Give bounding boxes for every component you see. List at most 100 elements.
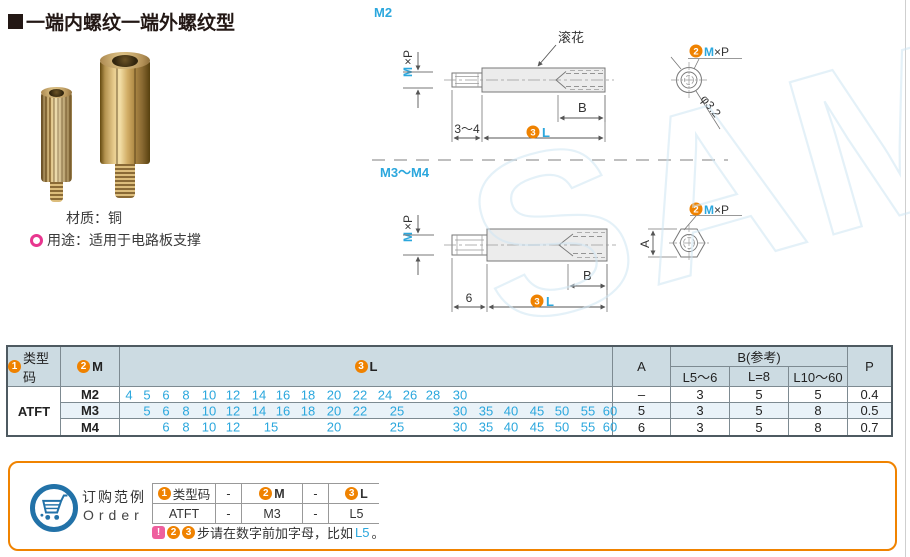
- b-cell: 3: [671, 419, 729, 435]
- usage-bullet-icon: [30, 233, 43, 247]
- large-standoff-hex-body: [100, 60, 150, 164]
- l-value: 22: [352, 403, 368, 418]
- a-cell: 5: [613, 403, 670, 418]
- order-v-m: M3: [242, 504, 302, 523]
- large-standoff-thread-hole: [112, 55, 138, 67]
- l-value: 16: [275, 387, 291, 402]
- circled-2-b: 2: [693, 205, 698, 216]
- b-cell: 5: [730, 403, 788, 418]
- note-end: 。: [371, 526, 385, 541]
- a-dim-label: A: [638, 240, 652, 248]
- circled-1-icon: 1: [8, 360, 21, 373]
- p-cell: 0.7: [848, 419, 891, 435]
- order-h-dash: -: [303, 484, 328, 503]
- hex-view-m: M: [704, 203, 714, 217]
- l-value: 8: [182, 403, 190, 418]
- small-standoff-stud: [50, 182, 63, 202]
- m3-m4-drawing-label: M3～M4: [380, 165, 430, 180]
- l-value: 35: [478, 403, 494, 418]
- l-value: 30: [452, 387, 468, 402]
- phi-3-2-label: φ3.2: [698, 92, 724, 120]
- page-title-text: 一端内螺纹一端外螺纹型: [26, 13, 236, 34]
- mxp-label-m2: M: [401, 232, 415, 242]
- mxp-label-xp2: ×P: [401, 215, 415, 230]
- b-dim-label: B: [578, 100, 587, 115]
- page-title: 一端内螺纹一端外螺纹型: [8, 8, 235, 35]
- m-cell: M2: [61, 387, 119, 402]
- order-h-dash: -: [216, 484, 241, 503]
- material-label: 材质：铜: [66, 210, 122, 226]
- l-value: 30: [452, 403, 468, 418]
- b-dim-label-2: B: [583, 268, 592, 283]
- l-value: 12: [225, 403, 241, 418]
- order-v-l: L5: [329, 504, 384, 523]
- header-p: P: [848, 347, 891, 386]
- header-b-group: B(参考): [671, 347, 847, 366]
- l-value: 55: [580, 403, 596, 418]
- header-l: 3 L: [120, 347, 612, 386]
- l-value: 45: [529, 403, 545, 418]
- b-cell: 8: [789, 419, 847, 435]
- cart-icon: [30, 484, 78, 532]
- l-value: 25: [389, 403, 405, 418]
- mxp-label-xp: ×P: [401, 50, 415, 65]
- l-value: 15: [263, 419, 279, 435]
- header-type-code: 1 类型码: [8, 347, 60, 386]
- technical-drawings: M2 M ×P 滚花 B 3～4: [372, 5, 742, 312]
- header-b-sub-3: L10～60: [789, 367, 847, 386]
- exclamation-icon: !: [152, 526, 165, 539]
- l-value: 16: [275, 403, 291, 418]
- p-cell: 0.4: [848, 387, 891, 402]
- l-value: 8: [182, 387, 190, 402]
- circled-3-b: 3: [534, 297, 539, 308]
- order-v-dash: -: [216, 504, 241, 523]
- title-square-bullet-icon: [8, 14, 23, 29]
- l-value: 25: [389, 419, 405, 435]
- large-standoff-stud: [115, 164, 135, 198]
- l-value: 14: [251, 403, 267, 418]
- l-value: 12: [225, 387, 241, 402]
- order-h-code: 1 类型码: [153, 484, 215, 503]
- l-value: 26: [402, 387, 418, 402]
- hex-view-xp: ×P: [714, 203, 729, 217]
- l-value: 6: [162, 419, 170, 435]
- header-a: A: [613, 347, 670, 386]
- order-v-code: ATFT: [153, 504, 215, 523]
- l-value: 10: [201, 387, 217, 402]
- b-cell: 8: [789, 403, 847, 418]
- l-value: 50: [554, 419, 570, 435]
- hex-facet-edge: [116, 60, 118, 164]
- circled-2: 2: [693, 47, 698, 58]
- l-value: 20: [326, 403, 342, 418]
- l-value: 10: [201, 419, 217, 435]
- order-h-l: 3 L: [329, 484, 384, 503]
- circled-3: 3: [530, 128, 535, 139]
- l-value: 55: [580, 419, 596, 435]
- dim-6-label: 6: [466, 291, 473, 305]
- dim-3-4-label: 3～4: [454, 122, 480, 136]
- l-value: 24: [377, 387, 393, 402]
- order-h-m: 2 M: [242, 484, 302, 503]
- l-value: 40: [503, 419, 519, 435]
- l-value: 45: [529, 419, 545, 435]
- m-cell: M4: [61, 419, 119, 435]
- header-b-sub-2: L=8: [730, 367, 788, 386]
- b-cell: 5: [730, 387, 788, 402]
- knurl-label: 滚花: [558, 30, 584, 45]
- circled-3-icon: 3: [345, 487, 359, 500]
- l-value: 22: [352, 387, 368, 402]
- circled-3-icon: 3: [354, 360, 368, 373]
- l-value: 18: [300, 403, 316, 418]
- l-value: 10: [201, 403, 217, 418]
- small-standoff-body: [41, 92, 72, 182]
- circled-3-icon: 3: [182, 526, 195, 539]
- p-cell: 0.5: [848, 403, 891, 418]
- b-cell: 3: [671, 403, 729, 418]
- l-value: 8: [182, 419, 190, 435]
- a-cell: 6: [613, 419, 670, 435]
- l-value: 35: [478, 419, 494, 435]
- l-value: 20: [326, 387, 342, 402]
